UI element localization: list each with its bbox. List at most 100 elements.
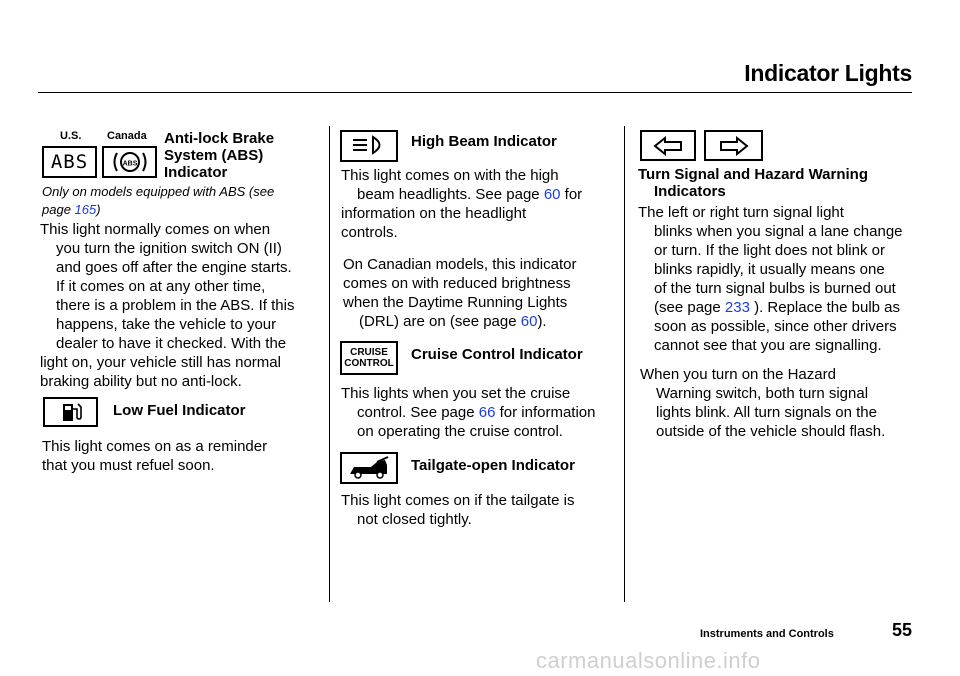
bulb-page-link[interactable]: 233 [724,299,750,316]
text-line: information on the headlight [341,205,527,222]
page-number: 55 [892,620,913,640]
high-beam-icon [340,130,398,162]
text-line: cannot see that you are signalling. [654,337,882,354]
text-line: This light comes on as a reminder [42,438,268,455]
headlight-page-link[interactable]: 60 [543,186,561,203]
text-line: lights blink. All turn signals on the [656,404,877,421]
abs-canada-icon: ABS [102,146,157,178]
text-line: (see page 233 ). Replace the bulb as [638,298,903,317]
cruise-symbol-line: CONTROL [344,358,394,369]
left-arrow-glyph [653,135,682,156]
abs-note-page-word: page [42,202,71,217]
text-line: outside of the vehicle should flash. [656,423,886,440]
text-line: you turn the ignition switch ON (II) [56,240,282,257]
text-line: or turn. If the light does not blink or [654,242,885,259]
abs-us-label: U.S. [60,130,82,142]
abs-canada-label: Canada [107,130,147,142]
watermark: carmanualsonline.info [536,648,761,673]
fuel-description: This light comes on as a reminder that y… [42,437,267,475]
high-beam-canada-description: On Canadian models, this indicator comes… [343,255,576,331]
text-line: (DRL) are on (see page 60). [343,312,576,331]
text-line: When you turn on the Hazard [640,366,836,383]
footer-section-title: Instruments and Controls [700,628,834,640]
cruise-control-icon: CRUISE CONTROL [340,341,398,375]
text-line: blinks when you signal a lane change [654,223,903,240]
text-line: This light comes on if the tailgate is [341,492,575,509]
text-line: soon as possible, since other drivers [654,318,897,335]
turn-signal-heading: Turn Signal and Hazard Warning Indicator… [638,166,868,200]
text-part: control. See page [357,404,479,421]
fuel-heading: Low Fuel Indicator [113,402,246,419]
text-line: happens, take the vehicle to your [56,316,277,333]
column-divider-2 [624,126,625,602]
right-turn-signal-icon [704,130,763,161]
text-line: This light normally comes on when [40,221,271,238]
abs-heading: Anti-lock Brake System (ABS) Indicator [164,130,274,181]
header-rule [38,92,912,93]
text-line: This light comes on with the high [341,167,559,184]
tailgate-heading: Tailgate-open Indicator [411,457,575,474]
text-line: comes on with reduced brightness [343,275,571,292]
text-part: ). [537,313,547,330]
text-part: (DRL) are on (see page [359,313,521,330]
text-line: not closed tightly. [357,511,472,528]
abs-us-symbol: ABS [50,151,89,173]
abs-availability-note: Only on models equipped with ABS (see pa… [42,183,274,219]
text-line: Warning switch, both turn signal [656,385,869,402]
text-line: there is a problem in the ABS. If this [56,297,295,314]
abs-description: This light normally comes on when you tu… [40,220,294,391]
text-line: This lights when you set the cruise [341,385,571,402]
abs-heading-line: Anti-lock Brake [164,130,275,147]
svg-text:ABS: ABS [122,161,137,168]
tailgate-car-glyph [350,456,389,479]
column-divider-1 [329,126,330,602]
drl-page-link[interactable]: 60 [520,313,538,330]
cruise-heading: Cruise Control Indicator [411,346,583,363]
tailgate-description: This light comes on if the tailgate is n… [341,491,574,529]
abs-circle-icon: ABS [113,152,146,172]
text-line: On Canadian models, this indicator [343,256,577,273]
text-line: braking ability but no anti-lock. [40,373,242,390]
cruise-symbol-line: CRUISE [350,347,388,358]
fuel-pump-glyph [62,403,82,421]
text-part: for information [495,404,596,421]
cruise-description: This lights when you set the cruise cont… [341,384,596,441]
text-line: controls. [341,224,398,241]
text-part: (see page [654,299,725,316]
text-line: dealer to have it checked. With the [56,335,287,352]
abs-heading-line: Indicator [164,164,228,181]
hazard-description: When you turn on the Hazard Warning swit… [640,365,885,441]
text-part: ). Replace the bulb as [749,299,901,316]
heading-line: Indicators [654,183,726,200]
abs-note-close: ) [96,202,101,217]
text-line: of the turn signal bulbs is burned out [654,280,896,297]
turn-signal-description: The left or right turn signal light blin… [638,203,903,355]
text-line: on operating the cruise control. [357,423,563,440]
abs-heading-line: System (ABS) [164,147,264,164]
cruise-page-link[interactable]: 66 [478,404,496,421]
high-beam-glyph [353,135,381,155]
abs-note-line: Only on models equipped with ABS (see [42,184,275,199]
high-beam-heading: High Beam Indicator [411,133,557,150]
text-line: that you must refuel soon. [42,457,215,474]
text-line: control. See page 66 for information [341,403,596,422]
fuel-pump-icon [43,397,98,427]
text-line: beam headlights. See page 60 for [341,185,582,204]
text-line: If it comes on at any other time, [56,278,266,295]
text-line: light on, your vehicle still has normal [40,354,281,371]
high-beam-description: This light comes on with the high beam h… [341,166,582,242]
heading-line: Turn Signal and Hazard Warning [638,166,869,183]
text-part: beam headlights. See page [357,186,544,203]
tailgate-open-icon [340,452,398,484]
text-line: The left or right turn signal light [638,204,844,221]
text-line: when the Daytime Running Lights [343,294,568,311]
text-part: for [560,186,583,203]
page-title: Indicator Lights [744,60,912,86]
left-turn-signal-icon [640,130,696,161]
text-line: and goes off after the engine starts. [56,259,292,276]
abs-page-link[interactable]: 165 [74,202,97,217]
text-line: blinks rapidly, it usually means one [654,261,885,278]
right-arrow-glyph [719,135,749,156]
abs-us-icon: ABS [42,146,97,178]
abs-note-line: page 165) [42,201,274,219]
